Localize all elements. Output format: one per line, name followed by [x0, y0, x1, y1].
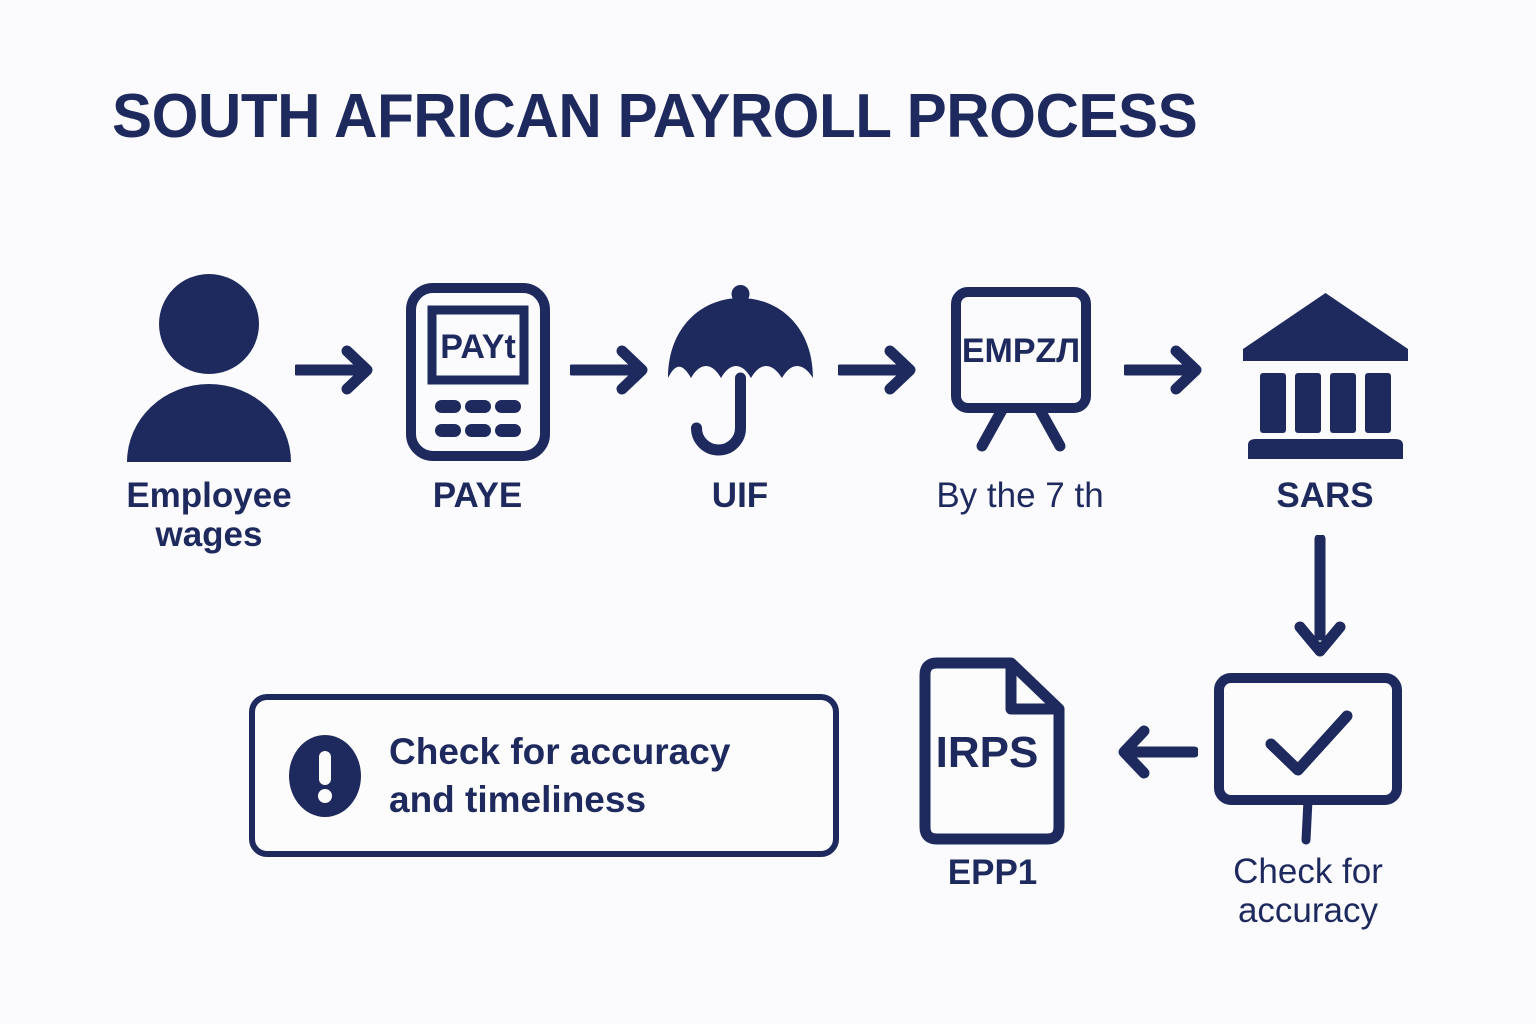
bank-icon	[1238, 272, 1413, 462]
arrow-emp201-to-sars	[1120, 345, 1204, 400]
person-icon	[117, 272, 302, 462]
arrow-employee-to-paye	[291, 345, 375, 400]
exclamation-circle-icon	[289, 734, 361, 817]
node-paye: PAYt PAYE	[395, 272, 560, 515]
node-uif-label: UIF	[711, 476, 769, 515]
node-sars-label: SARS	[1276, 476, 1374, 515]
arrow-paye-to-uif	[566, 345, 650, 400]
node-emp201-label: By the 7 th	[936, 476, 1104, 515]
node-sars: SARS	[1232, 272, 1418, 515]
arrow-uif-to-emp201	[834, 345, 918, 400]
page-title: SOUTH AFRICAN PAYROLL PROCESS	[112, 82, 1198, 151]
arrow-check-to-irp5	[1098, 723, 1200, 786]
arrow-sars-to-check	[1290, 533, 1350, 665]
document-icon: IRPS	[913, 655, 1073, 847]
node-check-accuracy: Check for accuracy	[1208, 672, 1408, 930]
calculator-screen-text: PAYt	[440, 328, 516, 366]
umbrella-icon	[663, 272, 818, 462]
node-irp5-label: EPP1	[947, 853, 1038, 892]
document-text: IRPS	[935, 728, 1038, 777]
whiteboard-text: EMPZЛ	[962, 332, 1080, 370]
checkmark-box-icon	[1213, 672, 1403, 850]
node-emp201: EMPZЛ By the 7 th	[910, 272, 1130, 515]
node-irp5: IRPS EPP1	[905, 655, 1080, 892]
whiteboard-icon: EMPZЛ	[930, 272, 1110, 462]
node-employee-wages: Employee wages	[104, 272, 314, 554]
node-paye-label: PAYE	[432, 476, 523, 515]
calculator-icon: PAYt	[403, 272, 553, 462]
alert-callout-text: Check for accuracy and timeliness	[389, 731, 731, 820]
node-uif: UIF	[660, 272, 820, 515]
node-employee-wages-label: Employee wages	[126, 476, 292, 555]
node-check-accuracy-label: Check for accuracy	[1233, 852, 1383, 931]
alert-callout-box: Check for accuracy and timeliness	[249, 694, 839, 857]
